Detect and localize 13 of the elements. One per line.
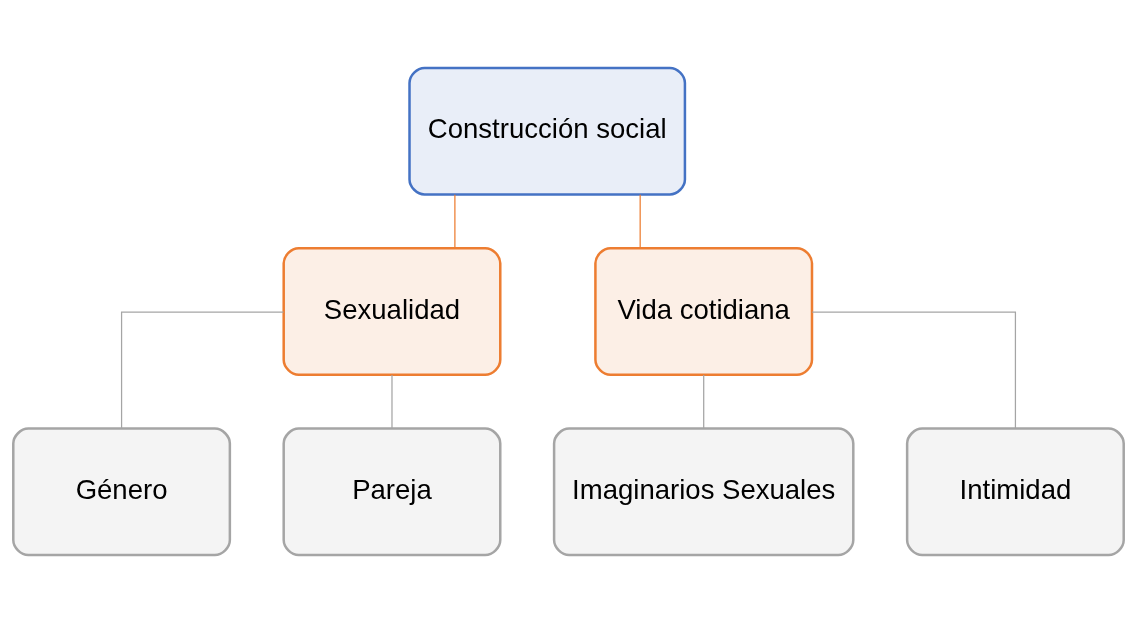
connector	[454, 194, 456, 249]
node-box: Vida cotidiana	[594, 247, 814, 376]
connector	[703, 374, 705, 429]
connector	[391, 374, 393, 429]
node-box: Imaginarios Sexuales	[552, 427, 855, 557]
node-box: Sexualidad	[282, 247, 502, 376]
connector	[120, 311, 285, 430]
node-box: Intimidad	[905, 427, 1125, 557]
connector	[811, 311, 1017, 430]
node-box: Construcción social	[408, 66, 687, 196]
node-box: Pareja	[282, 427, 502, 557]
connector	[639, 194, 641, 249]
node-box: Género	[12, 427, 232, 557]
